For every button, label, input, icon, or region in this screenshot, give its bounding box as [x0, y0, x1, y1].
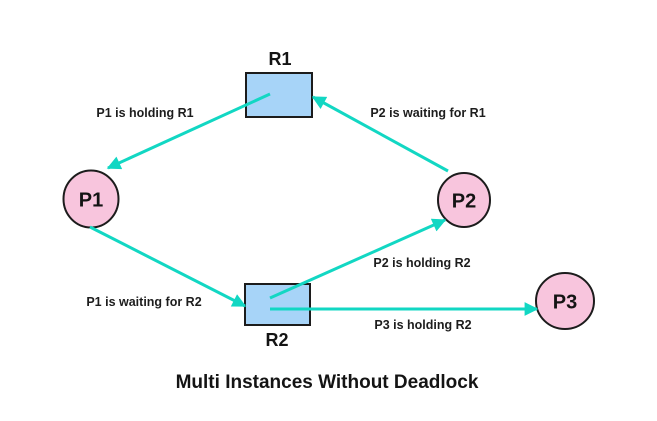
process-label-p1: P1 [79, 190, 103, 212]
edge-label-r1-p1: P1 is holding R1 [96, 106, 193, 120]
process-node-p3 [535, 272, 595, 330]
edge-arrow-r1-p1 [106, 92, 271, 170]
edge-arrow-p2-r1 [311, 95, 449, 173]
process-label-p2: P2 [452, 191, 476, 213]
diagram-title: Multi Instances Without Deadlock [176, 372, 479, 393]
resource-label-r1: R1 [268, 49, 291, 69]
edge-arrow-p1-r2 [89, 225, 247, 308]
edge-label-r2-p3: P3 is holding R2 [374, 318, 471, 332]
process-label-p3: P3 [553, 292, 577, 314]
edge-arrow-r2-p2 [269, 218, 447, 300]
edge-label-r2-p2: P2 is holding R2 [373, 256, 470, 270]
process-node-p2 [437, 172, 491, 228]
resource-node-r2 [244, 283, 311, 326]
edge-label-p1-r2: P1 is waiting for R2 [86, 295, 201, 309]
resource-label-r2: R2 [265, 330, 288, 350]
edge-label-p2-r1: P2 is waiting for R1 [370, 106, 485, 120]
resource-node-r1 [245, 72, 313, 118]
